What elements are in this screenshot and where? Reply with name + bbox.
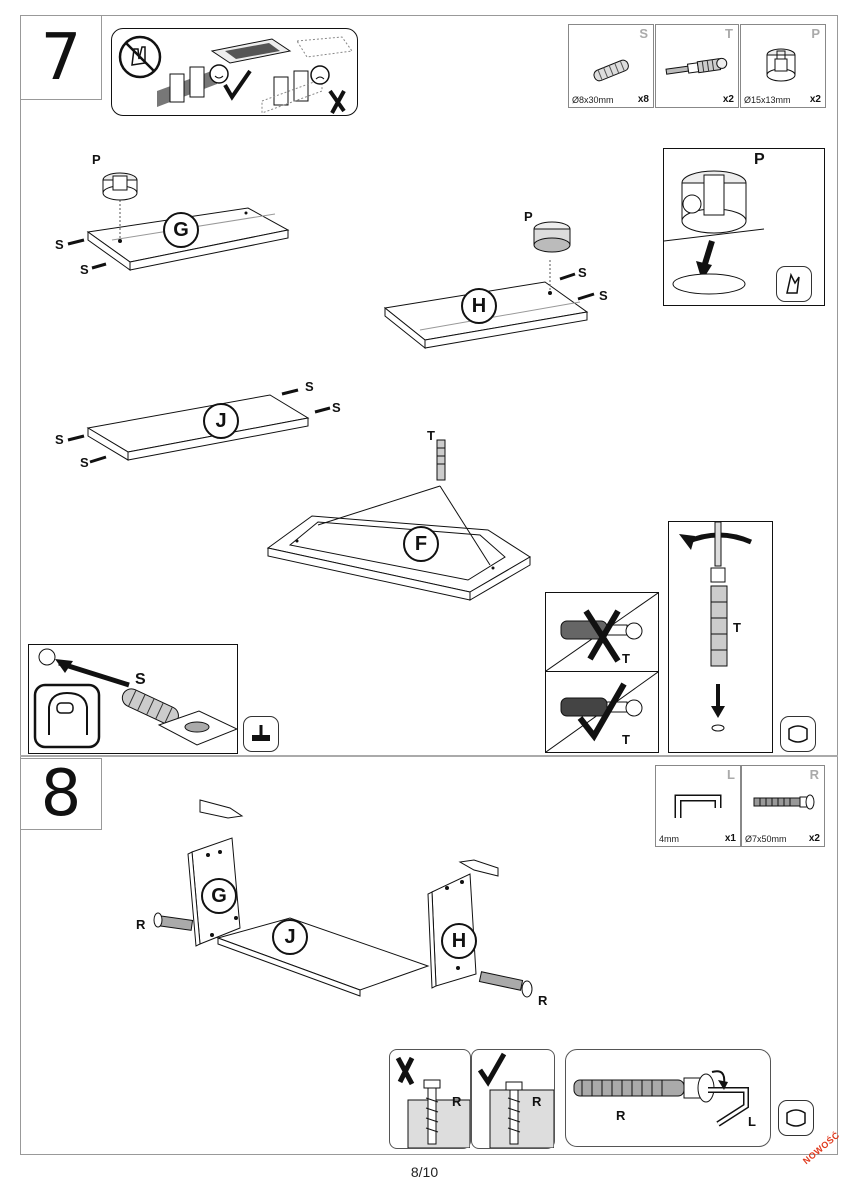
callout-s: S: [55, 237, 64, 252]
callout-r: R: [616, 1108, 626, 1123]
warning-pictogram-icon: [118, 35, 353, 114]
screw-incorrect-inset: R: [389, 1049, 471, 1149]
callout-l: L: [748, 1114, 756, 1129]
part-quantity: x2: [808, 833, 820, 844]
callout-t: T: [622, 651, 630, 666]
hand-press-tool-icon: [776, 266, 812, 302]
panel-letter: H: [451, 929, 467, 952]
panel-label-g: G: [201, 878, 237, 914]
part-dimension: Ø8x30mm: [572, 95, 614, 105]
allen-key-icon: [674, 794, 722, 818]
bolt-correct-inset: T: [545, 671, 659, 753]
callout-p: P: [92, 152, 101, 167]
screwdriver-tool-icon: [778, 1100, 814, 1136]
part-card-l: L 4mm x1: [655, 765, 741, 847]
callout-p: P: [524, 209, 533, 224]
part-letter: R: [809, 767, 819, 782]
step-divider: [20, 755, 838, 757]
callout-r: R: [532, 1094, 542, 1109]
correct-check-icon: [545, 671, 659, 753]
incorrect-cross-icon: [545, 592, 659, 672]
dowel-hammer-icon: [33, 648, 239, 749]
callout-s: S: [305, 379, 314, 394]
callout-r: R: [136, 917, 146, 932]
screwdriver-icon: [679, 521, 753, 732]
part-quantity: x2: [809, 94, 821, 105]
panel-label-j: J: [203, 403, 239, 439]
callout-t: T: [622, 732, 630, 747]
callout-s: S: [80, 455, 89, 470]
step-number: 8: [40, 757, 82, 831]
cam-bolt-icon: [665, 57, 728, 75]
incorrect-cross-icon: [395, 1056, 471, 1149]
panel-letter: H: [471, 294, 487, 317]
panel-letter: G: [173, 218, 189, 241]
dowel-icon: [593, 59, 629, 82]
part-quantity: x2: [722, 94, 734, 105]
part-card-s: S Ø8x30mm x8: [568, 24, 654, 108]
part-dimension: Ø15x13mm: [744, 95, 791, 105]
step-7-number: 7: [20, 15, 102, 100]
panel-label-h: H: [441, 923, 477, 959]
screw-correct-inset: R: [471, 1049, 555, 1149]
callout-s: S: [332, 400, 341, 415]
callout-s: S: [135, 671, 146, 688]
callout-t: T: [427, 428, 435, 443]
screwdriver-tool-icon: [780, 716, 816, 752]
part-dimension: Ø7x50mm: [745, 834, 787, 844]
panel-label-g: G: [163, 212, 199, 248]
bolt-screw-in-inset: T: [668, 521, 773, 753]
panel-letter: G: [211, 884, 227, 907]
surface-protection-warning: [111, 28, 358, 116]
panel-letter: J: [284, 925, 296, 948]
page-number: 8/10: [410, 1164, 439, 1180]
cam-lock-insertion-icon: [663, 170, 765, 295]
callout-s: S: [55, 432, 64, 447]
hammer-tool-icon: [243, 716, 279, 752]
part-letter: L: [727, 767, 735, 782]
callout-s: S: [80, 262, 89, 277]
part-dimension: 4mm: [659, 834, 679, 844]
part-quantity: x1: [724, 833, 736, 844]
callout-s: S: [578, 265, 587, 280]
part-card-p: P Ø15x13mm x2: [740, 24, 826, 108]
allen-key-tighten-inset: R L: [565, 1049, 771, 1147]
connector-screw-icon: [753, 794, 815, 810]
dowel-insertion-inset: S: [28, 644, 239, 754]
allen-key-tighten-icon: [573, 1070, 749, 1127]
bolt-incorrect-inset: T: [545, 592, 659, 672]
part-letter: S: [639, 26, 648, 41]
part-card-r: R Ø7x50mm x2: [741, 765, 825, 847]
cam-lock-icon: [766, 48, 796, 82]
part-card-t: T x2: [655, 24, 739, 108]
part-quantity: x8: [637, 94, 649, 105]
callout-s: S: [599, 288, 608, 303]
panel-letter: F: [414, 532, 428, 555]
callout-t: T: [733, 620, 741, 635]
panel-f-drawing: [266, 439, 531, 601]
page-frame: [20, 15, 838, 1155]
part-letter: P: [811, 26, 820, 41]
callout-r: R: [538, 993, 548, 1008]
correct-check-icon: [477, 1052, 555, 1149]
panel-label-f: F: [403, 526, 439, 562]
panel-letter: J: [215, 409, 227, 432]
callout-p: P: [754, 151, 765, 168]
panel-j-drawing: [67, 388, 331, 464]
step-number: 7: [40, 20, 82, 95]
callout-r: R: [452, 1094, 462, 1109]
step-8-number: 8: [20, 757, 102, 831]
part-letter: T: [725, 26, 733, 41]
panel-label-j: J: [272, 919, 308, 955]
panel-label-h: H: [461, 288, 497, 324]
